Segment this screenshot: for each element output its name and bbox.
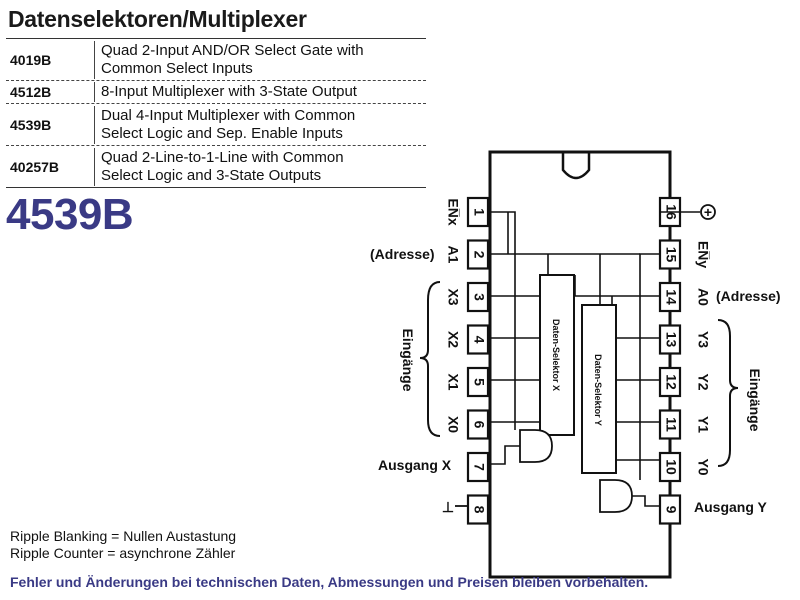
pin-box xyxy=(658,281,682,313)
pin-box xyxy=(466,196,490,228)
left-pins: 1 2 3 4 5 6 7 8 xyxy=(466,196,490,525)
eingange-right-label: Eingänge xyxy=(747,368,763,431)
and-gate-y xyxy=(599,479,633,513)
table-row: 40257B Quad 2-Line-to-1-Line with Common… xyxy=(6,146,426,188)
ic-description: Quad 2-Input AND/OR Select Gate with Com… xyxy=(94,40,426,79)
ic-code: 4539B xyxy=(10,116,52,133)
vcc-icon xyxy=(700,204,716,220)
pin-name: X1 xyxy=(445,373,461,390)
pin-number: 10 xyxy=(663,459,679,475)
ic-description: Dual 4-Input Multiplexer with Common Sel… xyxy=(94,105,426,144)
internal-wiring xyxy=(491,211,700,480)
ausgang-y-label: Ausgang Y xyxy=(694,499,768,515)
table-row: 4539B Dual 4-Input Multiplexer with Comm… xyxy=(6,104,426,146)
selector-x-box xyxy=(539,274,575,436)
adresse-right-label: (Adresse) xyxy=(716,288,781,304)
pin-name: EN̅y xyxy=(695,241,711,268)
note-line: Ripple Counter = asynchrone Zähler xyxy=(10,545,236,561)
featured-ic-code: 4539B xyxy=(6,190,134,239)
pin-name: X2 xyxy=(445,331,461,348)
pin-box xyxy=(466,324,490,355)
pin-box xyxy=(466,409,490,440)
pin-name: X0 xyxy=(445,416,461,433)
pin-number: 15 xyxy=(663,247,679,263)
ic-code: 4512B xyxy=(10,84,52,100)
pin-name: X3 xyxy=(445,288,461,305)
pin-number: 1 xyxy=(471,208,487,216)
pin-number: 5 xyxy=(471,378,487,386)
vcc-plus: + xyxy=(704,204,712,220)
pin-box xyxy=(658,451,682,483)
notes: Ripple Blanking = Nullen Austastung Ripp… xyxy=(10,528,236,562)
pin-number: 14 xyxy=(663,289,679,305)
pin-number: 12 xyxy=(663,374,679,390)
selector-y-label: Daten-Selektor Y xyxy=(593,354,603,426)
pin-number: 13 xyxy=(663,332,679,348)
table-row: 4512B 8-Input Multiplexer with 3-State O… xyxy=(6,81,426,104)
and-gate-x xyxy=(519,429,553,463)
table-row: 4019B Quad 2-Input AND/OR Select Gate wi… xyxy=(6,39,426,81)
pin-number: 9 xyxy=(663,506,679,514)
pin-number: 4 xyxy=(471,336,487,344)
pin-box xyxy=(658,366,682,398)
pin-box xyxy=(466,239,490,270)
pin-name: Y2 xyxy=(695,373,711,390)
chip-notch xyxy=(561,152,591,180)
pin-number: 11 xyxy=(663,417,679,432)
page-heading: Datenselektoren/Multiplexer xyxy=(8,6,307,32)
footer-disclaimer: Fehler und Änderungen bei technischen Da… xyxy=(10,574,649,590)
brace-right xyxy=(717,319,739,467)
pin-box xyxy=(466,281,490,313)
eingange-left-label: Eingänge xyxy=(400,328,416,391)
pin-box xyxy=(658,409,682,440)
pin-name: Y0 xyxy=(695,458,711,475)
ic-description: 8-Input Multiplexer with 3-State Output xyxy=(94,82,426,102)
ground-icon: ⊥ xyxy=(442,499,454,515)
pin-box xyxy=(658,494,682,525)
pin-number: 6 xyxy=(471,421,487,429)
brace-left xyxy=(419,281,441,437)
pin-name: EN̅x xyxy=(445,198,461,225)
pin-number: 7 xyxy=(471,463,487,471)
ic-table: 4019B Quad 2-Input AND/OR Select Gate wi… xyxy=(6,38,426,188)
pin-box xyxy=(466,366,490,398)
ic-code: 4019B xyxy=(10,51,52,68)
adresse-left-label: (Adresse) xyxy=(370,246,435,262)
note-line: Ripple Blanking = Nullen Austastung xyxy=(10,528,237,544)
chip-body xyxy=(488,150,672,579)
ic-code: 40257B xyxy=(10,158,60,175)
pin-name: Y3 xyxy=(695,331,711,348)
pin-name: Y1 xyxy=(695,416,711,433)
pin-number: 8 xyxy=(471,506,487,514)
pin-box xyxy=(466,451,490,483)
pin-number: 3 xyxy=(471,293,487,301)
pin-name: A1 xyxy=(445,246,461,264)
pin-name: A0 xyxy=(695,288,711,306)
pin-box xyxy=(466,494,490,525)
pin-box xyxy=(658,324,682,355)
ic-description: Quad 2-Line-to-1-Line with Common Select… xyxy=(94,147,426,186)
pin-number: 2 xyxy=(471,251,487,259)
selector-x-label: Daten-Selektor X xyxy=(551,319,561,391)
ausgang-x-label: Ausgang X xyxy=(378,457,452,473)
selector-y-box xyxy=(581,304,617,474)
